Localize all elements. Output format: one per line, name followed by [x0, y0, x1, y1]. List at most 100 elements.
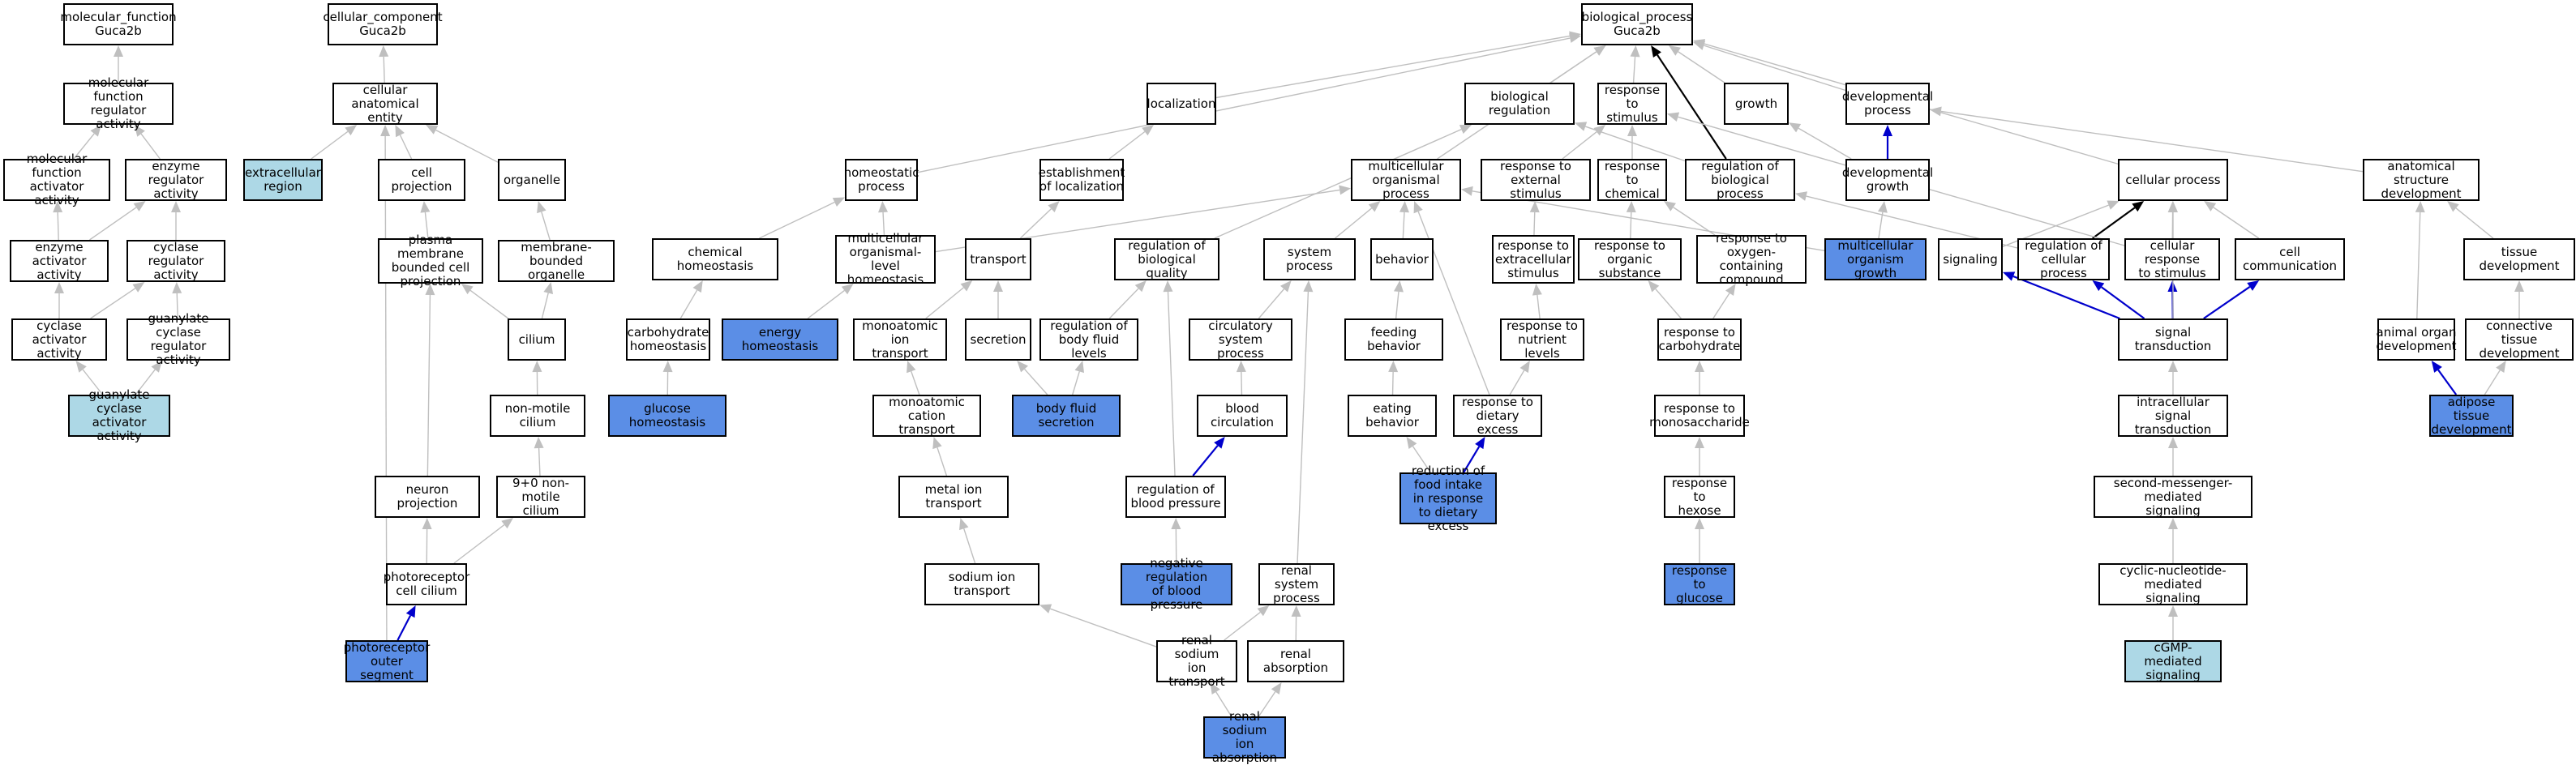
node-reg-cell: regulation of cellular process: [2017, 238, 2110, 280]
node-photo-os: photoreceptor outer segment: [345, 640, 428, 682]
edge-resp_oxy-to-resp_chem: [1664, 201, 1715, 235]
node-resp-stim: response to stimulus: [1597, 83, 1667, 125]
edge-sig_trans-to-cell_comm: [2204, 280, 2259, 318]
edge-adipose-to-conn_tissue: [2484, 361, 2505, 395]
node-bio-reg: biological regulation: [1464, 83, 1575, 125]
edge-cgmp-to-cyclic: [2168, 605, 2178, 640]
node-animal-org: animal organ development: [2377, 318, 2455, 361]
node-feeding: feeding behavior: [1344, 318, 1443, 361]
node-intra-sig: intracellular signal transduction: [2118, 395, 2228, 437]
node-mf-reg: molecular function regulator activity: [63, 83, 174, 125]
node-resp-hexose: response to hexose: [1664, 476, 1735, 518]
node-photo-cil: photoreceptor cell cilium: [386, 563, 467, 605]
node-cell-resp: cellular response to stimulus: [2124, 238, 2220, 280]
edge-chem_homeo-to-homeo_proc: [759, 198, 845, 238]
node-multi-homeo: multicellular organismal-level homeostas…: [835, 235, 936, 284]
edge-mono_ion-to-transport: [926, 280, 972, 318]
edge-resp_nutr-to-resp_extra: [1532, 284, 1542, 318]
node-resp-mono: response to monosaccharide: [1654, 395, 1745, 437]
edge-cell_comm-to-cell_proc: [2204, 201, 2259, 238]
edge-nm_cilium-to-cilium: [532, 361, 542, 395]
edge-cyc_act-to-enz_act: [54, 282, 64, 318]
edge-reg_bio-to-bio_reg: [1575, 122, 1685, 160]
node-cae: cellular anatomical entity: [332, 83, 438, 125]
node-90-cilium: 9+0 non-motile cilium: [496, 476, 585, 518]
node-reg-bp: regulation of blood pressure: [1125, 476, 1226, 518]
node-tissue-dev: tissue development: [2463, 238, 2575, 280]
edge-renal_abs-to-renal_sys: [1292, 605, 1301, 640]
node-mono-cat: monoatomic cation transport: [872, 395, 981, 437]
node-mf-act: molecular function activator activity: [3, 159, 110, 201]
node-secretion: secretion: [965, 318, 1031, 361]
edge-feeding-to-behavior: [1394, 280, 1404, 318]
edge-reg_fluid-to-reg_bioqual: [1109, 280, 1147, 318]
node-renal-abs: renal absorption: [1247, 640, 1344, 682]
edge-adipose-to-animal_org: [2432, 361, 2456, 395]
edge-resp_diet-to-multi_org: [1414, 201, 1489, 395]
node-cilium: cilium: [508, 318, 566, 361]
edge-intra_sig-to-sig_trans: [2168, 361, 2178, 395]
edge-cyc_reg-to-enz_reg: [171, 201, 181, 240]
node-cyc-reg: cyclase regulator activity: [126, 240, 225, 282]
node-cyc-act: cyclase activator activity: [11, 318, 107, 361]
edge-metal_ion-to-mono_cat: [932, 437, 946, 476]
node-homeo-proc: homeostatic process: [845, 159, 918, 201]
node-neuron-proj: neuron projection: [375, 476, 480, 518]
edge-animal_org-to-anat_dev: [2415, 201, 2425, 318]
node-multi-growth: multicellular organism growth: [1824, 238, 1927, 280]
node-cgmp: cGMP-mediated signaling: [2124, 640, 2222, 682]
node-mono-ion: monoatomic ion transport: [853, 318, 947, 361]
node-resp-org: response to organic substance: [1578, 238, 1682, 280]
edge-photo_os-to-photo_cil: [397, 605, 415, 640]
edge-mb_org-to-organelle: [537, 201, 550, 240]
node-reg-bio: regulation of biological process: [1685, 159, 1795, 201]
node-blood-circ: blood circulation: [1197, 395, 1288, 437]
edge-resp_stim-to-bp_root: [1631, 45, 1640, 83]
edge-resp_carb-to-resp_org: [1648, 280, 1682, 318]
node-transport: transport: [965, 238, 1031, 280]
node-reg-bioqual: regulation of biological quality: [1114, 238, 1219, 280]
edge-tissue_dev-to-anat_dev: [2447, 201, 2493, 238]
node-chem-homeo: chemical homeostasis: [652, 238, 778, 280]
edge-cae-to-cc_root: [379, 45, 388, 83]
node-energy-homeo: energy homeostasis: [722, 318, 838, 361]
node-resp-diet: response to dietary excess: [1453, 395, 1542, 437]
edge-eating-to-feeding: [1388, 361, 1398, 395]
node-resp-carb: response to carbohydrate: [1657, 318, 1742, 361]
edge-sig_trans-to-reg_cell: [2092, 280, 2144, 318]
node-resp-nutr: response to nutrient levels: [1500, 318, 1584, 361]
node-neg-reg-bp: negative regulation of blood pressure: [1121, 563, 1232, 605]
node-dev-growth: developmental growth: [1845, 159, 1930, 201]
node-eating: eating behavior: [1348, 395, 1437, 437]
edge-resp_carb-to-resp_oxy: [1713, 284, 1736, 318]
node-cell-proc: cellular process: [2118, 159, 2228, 201]
node-red-food: reduction of food intake in response to …: [1399, 472, 1497, 524]
node-reg-fluid: regulation of body fluid levels: [1039, 318, 1138, 361]
edge-photo_cil-to-90_cilium: [454, 518, 513, 563]
node-enz-reg: enzyme regulator activity: [125, 159, 227, 201]
node-gc-reg: guanylate cyclase regulator activity: [126, 318, 230, 361]
node-gc-act: guanylate cyclase activator activity: [68, 395, 170, 437]
node-glucose-homeo: glucose homeostasis: [608, 395, 727, 437]
node-extra: extracellular region: [243, 159, 323, 201]
node-resp-oxy: response to oxygen-containing compound: [1696, 235, 1807, 284]
edge-est_loc-to-localization: [1109, 125, 1154, 159]
edge-reg_cell-to-cell_proc: [2093, 201, 2144, 238]
node-behavior: behavior: [1370, 238, 1434, 280]
node-organelle: organelle: [498, 159, 566, 201]
edge-body_fluid-to-secretion: [1017, 361, 1048, 395]
edge-sodium-to-metal_ion: [959, 518, 975, 563]
edge-cilium-to-pm_proj: [461, 284, 508, 318]
edge-glucose_homeo-to-carb_homeo: [663, 361, 673, 395]
node-pm-proj: plasma membrane bounded cell projection: [378, 238, 483, 284]
edge-mono_cat-to-mono_ion: [907, 361, 919, 395]
node-sig-trans: signal transduction: [2118, 318, 2228, 361]
edge-second_msg-to-intra_sig: [2168, 437, 2178, 476]
edge-dev_growth-to-dev_proc: [1883, 125, 1892, 159]
node-resp-ext: response to external stimulus: [1481, 159, 1591, 201]
node-resp-chem: response to chemical: [1597, 159, 1667, 201]
edge-resp_diet-to-resp_nutr: [1510, 361, 1530, 395]
edge-cproj-to-cae: [395, 125, 411, 159]
node-cell-comm: cell communication: [2235, 238, 2345, 280]
